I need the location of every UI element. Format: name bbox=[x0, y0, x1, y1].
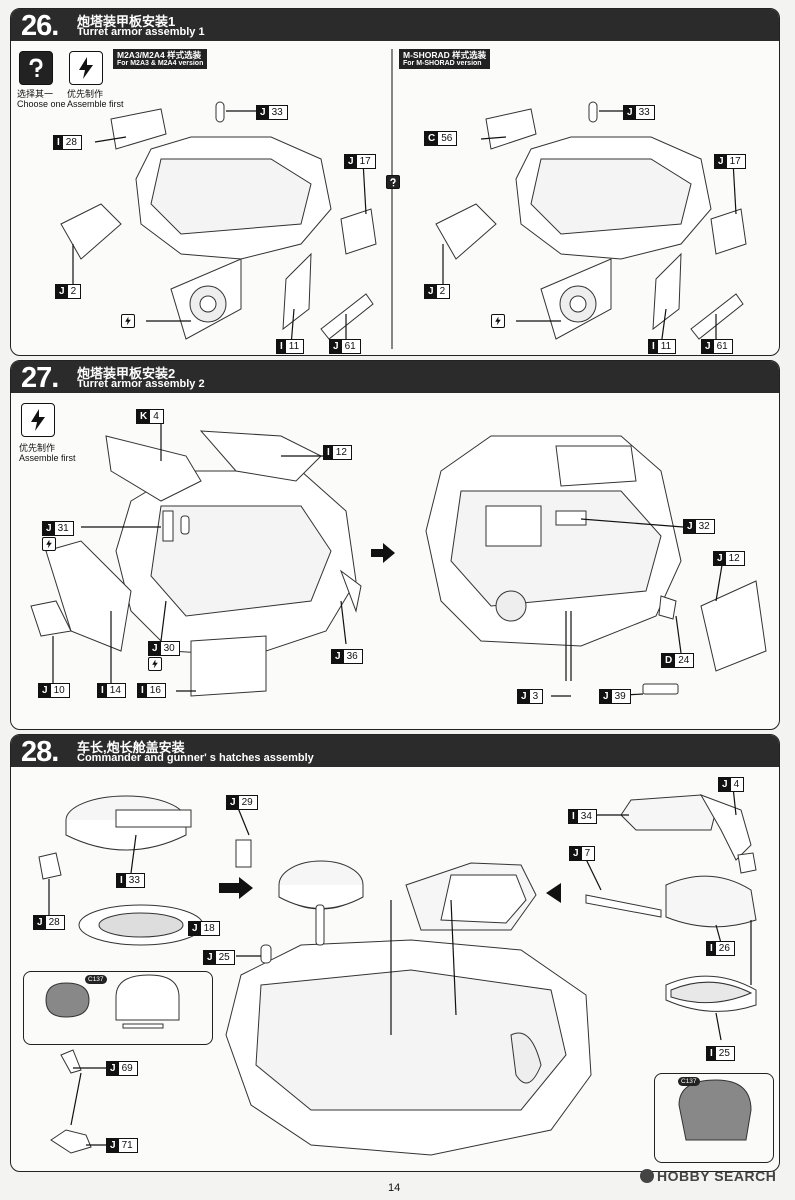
step-number: 28. bbox=[21, 736, 59, 768]
step-28-illustration bbox=[38, 786, 757, 1156]
watermark-text: HOBBY SEARCH bbox=[657, 1168, 777, 1184]
step-title-zh: 车长,炮长舱盖安装 bbox=[77, 740, 185, 755]
hobby-search-logo-icon bbox=[640, 1169, 654, 1183]
question-icon bbox=[19, 51, 53, 85]
step-title-en: Commander and gunner' s hatches assembly bbox=[77, 752, 314, 764]
lightning-icon bbox=[148, 657, 162, 671]
color-tag: C137 bbox=[85, 975, 107, 984]
question-icon bbox=[386, 175, 400, 189]
lightning-icon bbox=[69, 51, 103, 85]
hatch-detail-inset bbox=[23, 971, 213, 1045]
step-28-panel: 28. 车长,炮长舱盖安装 Commander and gunner' s ha… bbox=[10, 734, 780, 1172]
lightning-icon bbox=[491, 314, 505, 328]
arrow-icon bbox=[546, 883, 561, 903]
step-26-panel: 26. 炮塔装甲板安装1 Turret armor assembly 1 选择其… bbox=[10, 8, 780, 356]
watermark: HOBBY SEARCH bbox=[640, 1168, 776, 1184]
choose-one-en: Choose one bbox=[17, 99, 66, 109]
step-number: 27. bbox=[21, 362, 59, 394]
step-26-header: 26. 炮塔装甲板安装1 Turret armor assembly 1 bbox=[11, 9, 779, 42]
step-title-zh: 炮塔装甲板安装2 bbox=[77, 366, 176, 381]
step-title-en: Turret armor assembly 1 bbox=[77, 26, 205, 38]
lightning-icon bbox=[21, 403, 55, 437]
step-26-illustration bbox=[60, 49, 747, 349]
step-title-en: Turret armor assembly 2 bbox=[77, 378, 205, 390]
step-27-header: 27. 炮塔装甲板安装2 Turret armor assembly 2 bbox=[11, 361, 779, 394]
lightning-icon bbox=[42, 537, 56, 551]
step-28-header: 28. 车长,炮长舱盖安装 Commander and gunner' s ha… bbox=[11, 735, 779, 768]
step-27-panel: 27. 炮塔装甲板安装2 Turret armor assembly 2 优先制… bbox=[10, 360, 780, 730]
color-tag: C137 bbox=[678, 1077, 700, 1086]
choose-one-zh: 选择其一 bbox=[17, 89, 54, 99]
arrow-icon bbox=[219, 877, 253, 899]
choose-one-caption: 选择其一 Choose one bbox=[17, 89, 66, 109]
page-number: 14 bbox=[388, 1182, 401, 1194]
assemble-first-caption: 优先制作 Assemble first bbox=[67, 89, 124, 109]
assemble-first-zh: 优先制作 bbox=[67, 89, 104, 99]
assemble-first-en: Assemble first bbox=[67, 99, 124, 109]
lightning-icon bbox=[121, 314, 135, 328]
assemble-first-en: Assemble first bbox=[19, 453, 76, 463]
step-number: 26. bbox=[21, 10, 59, 42]
assemble-first-caption: 优先制作 Assemble first bbox=[19, 443, 76, 463]
step-title-zh: 炮塔装甲板安装1 bbox=[77, 14, 176, 29]
hatch-detail-inset bbox=[654, 1073, 774, 1163]
step-27-illustration bbox=[30, 423, 767, 697]
arrow-icon bbox=[371, 543, 395, 563]
assemble-first-zh: 优先制作 bbox=[19, 443, 56, 453]
